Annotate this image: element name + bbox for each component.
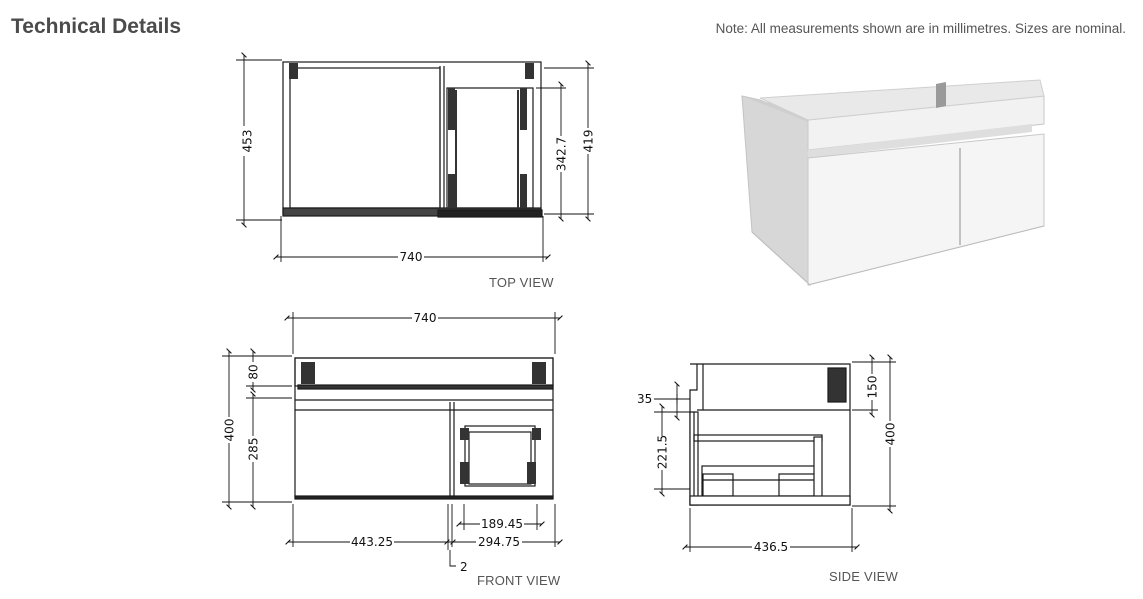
dim-drawer-depth-419: 419 (582, 130, 596, 153)
dim-inner-depth-342-7: 342.7 (555, 137, 569, 171)
front-view-labels: 740 400 80 285 443.25 294.75 189.45 2 (221, 311, 524, 574)
dim-lip-35: 35 (637, 392, 652, 406)
front-view-label: FRONT VIEW (477, 573, 561, 588)
dim-top-rail-150: 150 (866, 376, 880, 399)
dim-width-740-top: 740 (400, 250, 423, 264)
front-view-inner-drawer (468, 431, 532, 485)
dim-height-400-side: 400 (884, 423, 898, 446)
front-view-top-rail (294, 357, 554, 387)
side-view-label: SIDE VIEW (829, 569, 898, 584)
dim-gap-2: 2 (460, 560, 468, 574)
front-view-drawing (294, 357, 554, 500)
dim-depth-453: 453 (241, 130, 255, 153)
dim-depth-436-5: 436.5 (754, 540, 788, 554)
dim-right-drawer-294-75: 294.75 (478, 535, 520, 549)
page-title: Technical Details (11, 15, 182, 38)
top-view-label: TOP VIEW (489, 275, 554, 290)
front-view-brackets (301, 362, 546, 484)
cabinet-3d-render (741, 79, 1045, 287)
dim-drawer-front-285: 285 (247, 438, 261, 461)
measurement-note: Note: All measurements shown are in mill… (715, 21, 1126, 36)
dim-drawer-height-221-5: 221.5 (656, 435, 670, 469)
top-view-labels: 453 740 342.7 419 (236, 126, 596, 264)
dim-height-400-front: 400 (223, 419, 237, 442)
top-view-drawing (282, 61, 543, 218)
side-view-bracket (827, 367, 847, 403)
side-view-drawer-box (701, 465, 821, 501)
top-view-brackets (289, 63, 534, 208)
front-view-outline (294, 357, 554, 499)
side-view-labels: 35 221.5 150 400 436.5 (637, 374, 898, 554)
dim-inner-drawer-189-45: 189.45 (481, 517, 523, 531)
dim-left-offset-443-25: 443.25 (351, 535, 393, 549)
dim-width-740-front: 740 (414, 311, 437, 325)
top-view-outline (282, 61, 542, 215)
top-view-left-cavity (289, 67, 441, 209)
dim-top-rail-80: 80 (247, 364, 261, 379)
side-view-drawer-top (693, 434, 823, 442)
side-view-drawing (689, 363, 851, 506)
